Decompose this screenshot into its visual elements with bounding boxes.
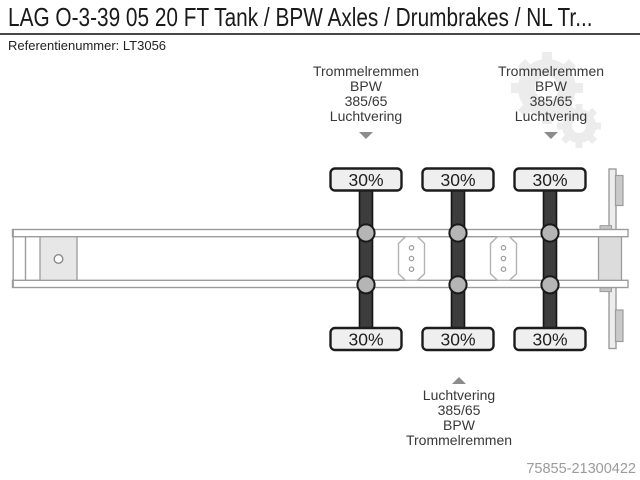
listing-id: 75855-21300422 <box>526 461 636 477</box>
annotation-line: 385/65 <box>437 402 481 418</box>
annotation-line: Luchtvering <box>514 108 588 124</box>
gear-watermark-icon <box>511 52 601 148</box>
axle-1: 30% 30% <box>329 167 403 352</box>
axle-1-beam <box>358 179 374 341</box>
load-label: 30% <box>440 170 475 190</box>
axle3-annotation-block: Trommelremmen BPW 385/65 Luchtvering <box>498 64 604 139</box>
wheel-axle3-front <box>513 167 587 192</box>
down-arrow-icon <box>358 132 373 139</box>
annotation-line: 385/65 <box>529 93 573 109</box>
annotation-line: Luchtvering <box>422 387 496 403</box>
up-arrow-icon <box>451 377 466 384</box>
rear-light-pad-bottom <box>614 309 624 343</box>
reference-label: Referentienummer: <box>8 38 120 53</box>
axle2-annotation-block: Luchtvering 385/65 BPW Trommelremmen <box>406 377 512 448</box>
axle-1-suspension-front <box>356 223 376 243</box>
chassis-rail-bottom <box>11 279 629 289</box>
axle-2-beam <box>450 179 466 341</box>
wheel-axle1-rear <box>329 326 403 352</box>
crossmember-2 <box>489 236 518 281</box>
annotation-line: Trommelremmen <box>497 63 605 79</box>
annotation-line: Trommelremmen <box>405 432 513 448</box>
wheel-axle1-front <box>329 167 403 192</box>
axle-2: 30% 30% <box>421 167 495 352</box>
load-label: 30% <box>348 170 383 190</box>
annotation-line: BPW <box>350 78 382 94</box>
reference-value: LT3056 <box>122 38 167 53</box>
chassis <box>11 228 629 289</box>
kingpin <box>53 253 64 264</box>
annotation-line: Luchtvering <box>329 108 403 124</box>
rear-crossmember-box <box>597 236 623 281</box>
load-label: 30% <box>532 170 567 190</box>
down-arrow-icon <box>543 132 558 139</box>
load-label: 30% <box>348 330 383 350</box>
wheel-axle2-rear <box>421 326 495 352</box>
annotation-line: BPW <box>535 78 567 94</box>
axle-3-suspension-rear <box>540 275 560 295</box>
annotation-line: 385/65 <box>344 93 388 109</box>
axle-3-suspension-front <box>540 223 560 243</box>
title-divider <box>0 33 640 35</box>
axle-2-suspension-front <box>448 223 468 243</box>
load-label: 30% <box>440 330 475 350</box>
load-label: 30% <box>532 330 567 350</box>
wheel-axle2-front <box>421 167 495 192</box>
reference-number: Referentienummer: LT3056 <box>8 38 166 54</box>
crossmember-1 <box>397 236 426 281</box>
page-title: LAG O-3-39 05 20 FT Tank / BPW Axles / D… <box>8 2 593 32</box>
axle-3-beam <box>542 179 558 341</box>
axle1-annotation-block: Trommelremmen BPW 385/65 Luchtvering <box>313 64 419 139</box>
axle-3: 30% 30% <box>513 167 587 352</box>
axle-1-suspension-rear <box>356 275 376 295</box>
wheel-axle3-rear <box>513 326 587 352</box>
annotation-line: Trommelremmen <box>312 63 420 79</box>
rear-tab-bottom <box>599 287 612 293</box>
chassis-rail-top <box>11 228 629 238</box>
annotation-line: BPW <box>443 417 475 433</box>
axle-2-suspension-rear <box>448 275 468 295</box>
rear-light-pad-top <box>614 174 624 207</box>
